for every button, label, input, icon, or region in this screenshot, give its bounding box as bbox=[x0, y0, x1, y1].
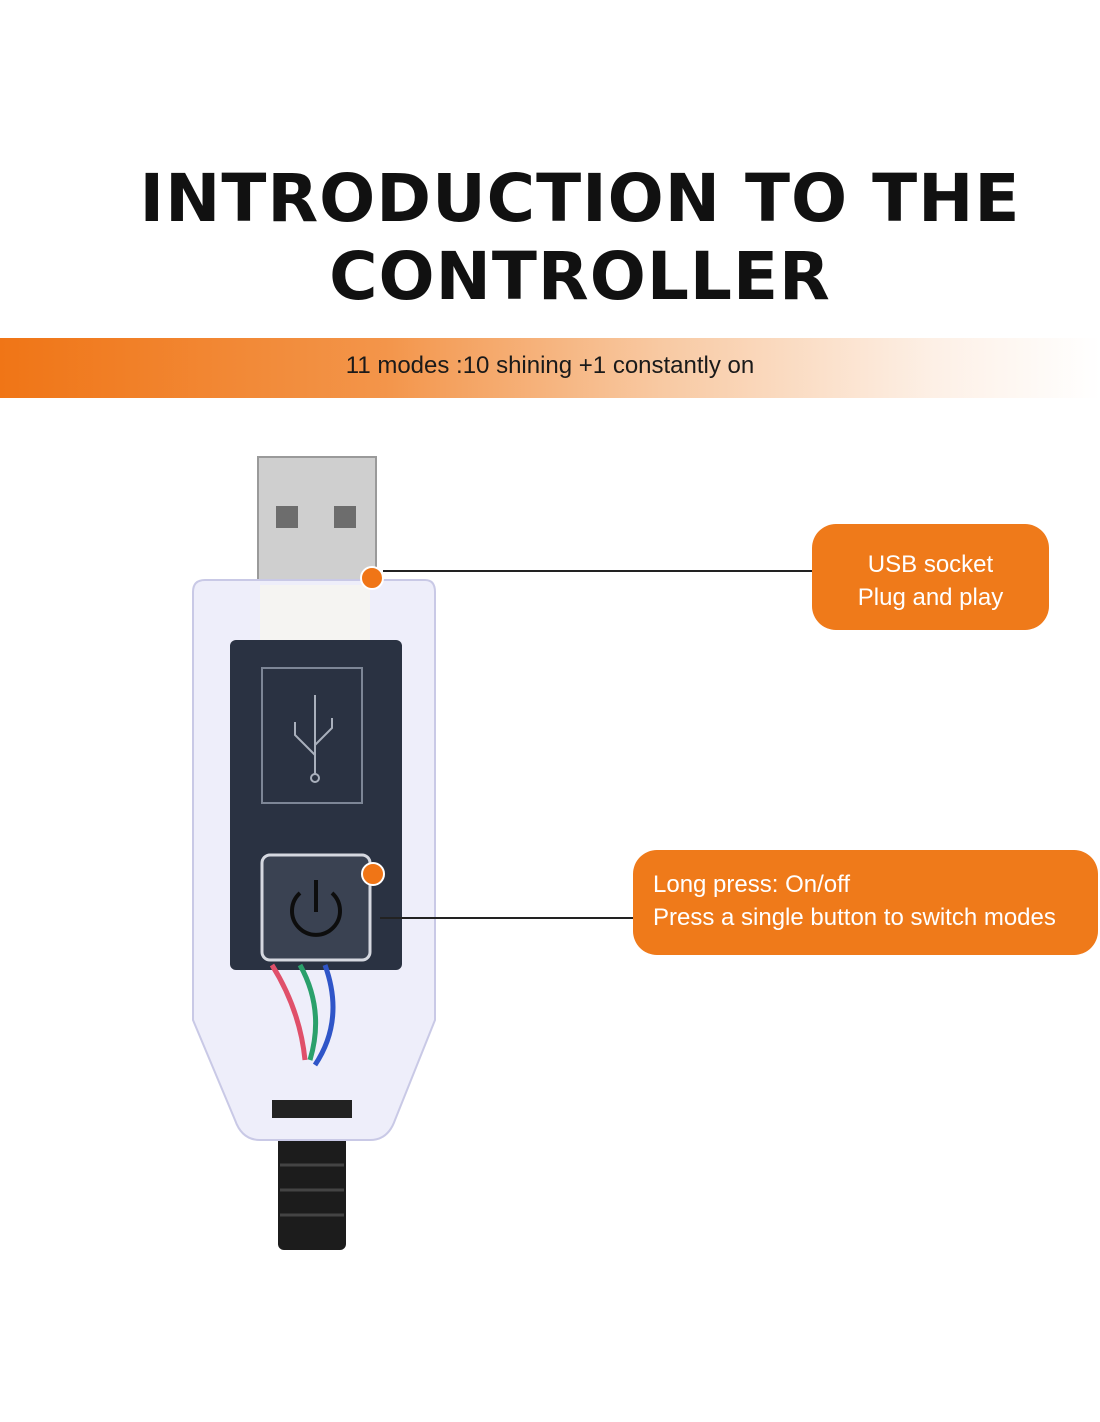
title-line-1: INTRODUCTION TO THE bbox=[139, 160, 1021, 237]
button-callout-line2: Press a single button to switch modes bbox=[653, 904, 1056, 931]
button-leader-line bbox=[380, 917, 634, 919]
title-line-2: CONTROLLER bbox=[329, 238, 831, 315]
usb-socket-callout-line2: Plug and play bbox=[857, 584, 1004, 611]
usb-plug bbox=[257, 456, 377, 586]
modes-banner-text: 11 modes :10 shining +1 constantly on bbox=[345, 352, 755, 379]
button-callout: Long press: On/off Press a single button… bbox=[633, 850, 1098, 955]
usb-socket-leader-line bbox=[383, 570, 813, 572]
button-marker bbox=[361, 862, 385, 886]
button-callout-line1: Long press: On/off bbox=[653, 871, 851, 898]
usb-socket-callout-line1: USB socket bbox=[867, 551, 994, 578]
usb-symbol-icon bbox=[294, 695, 333, 783]
usb-socket-marker bbox=[360, 566, 384, 590]
power-icon bbox=[290, 880, 342, 937]
modes-banner: 11 modes :10 shining +1 constantly on bbox=[0, 338, 1100, 398]
usb-socket-callout: USB socket Plug and play bbox=[812, 524, 1049, 630]
